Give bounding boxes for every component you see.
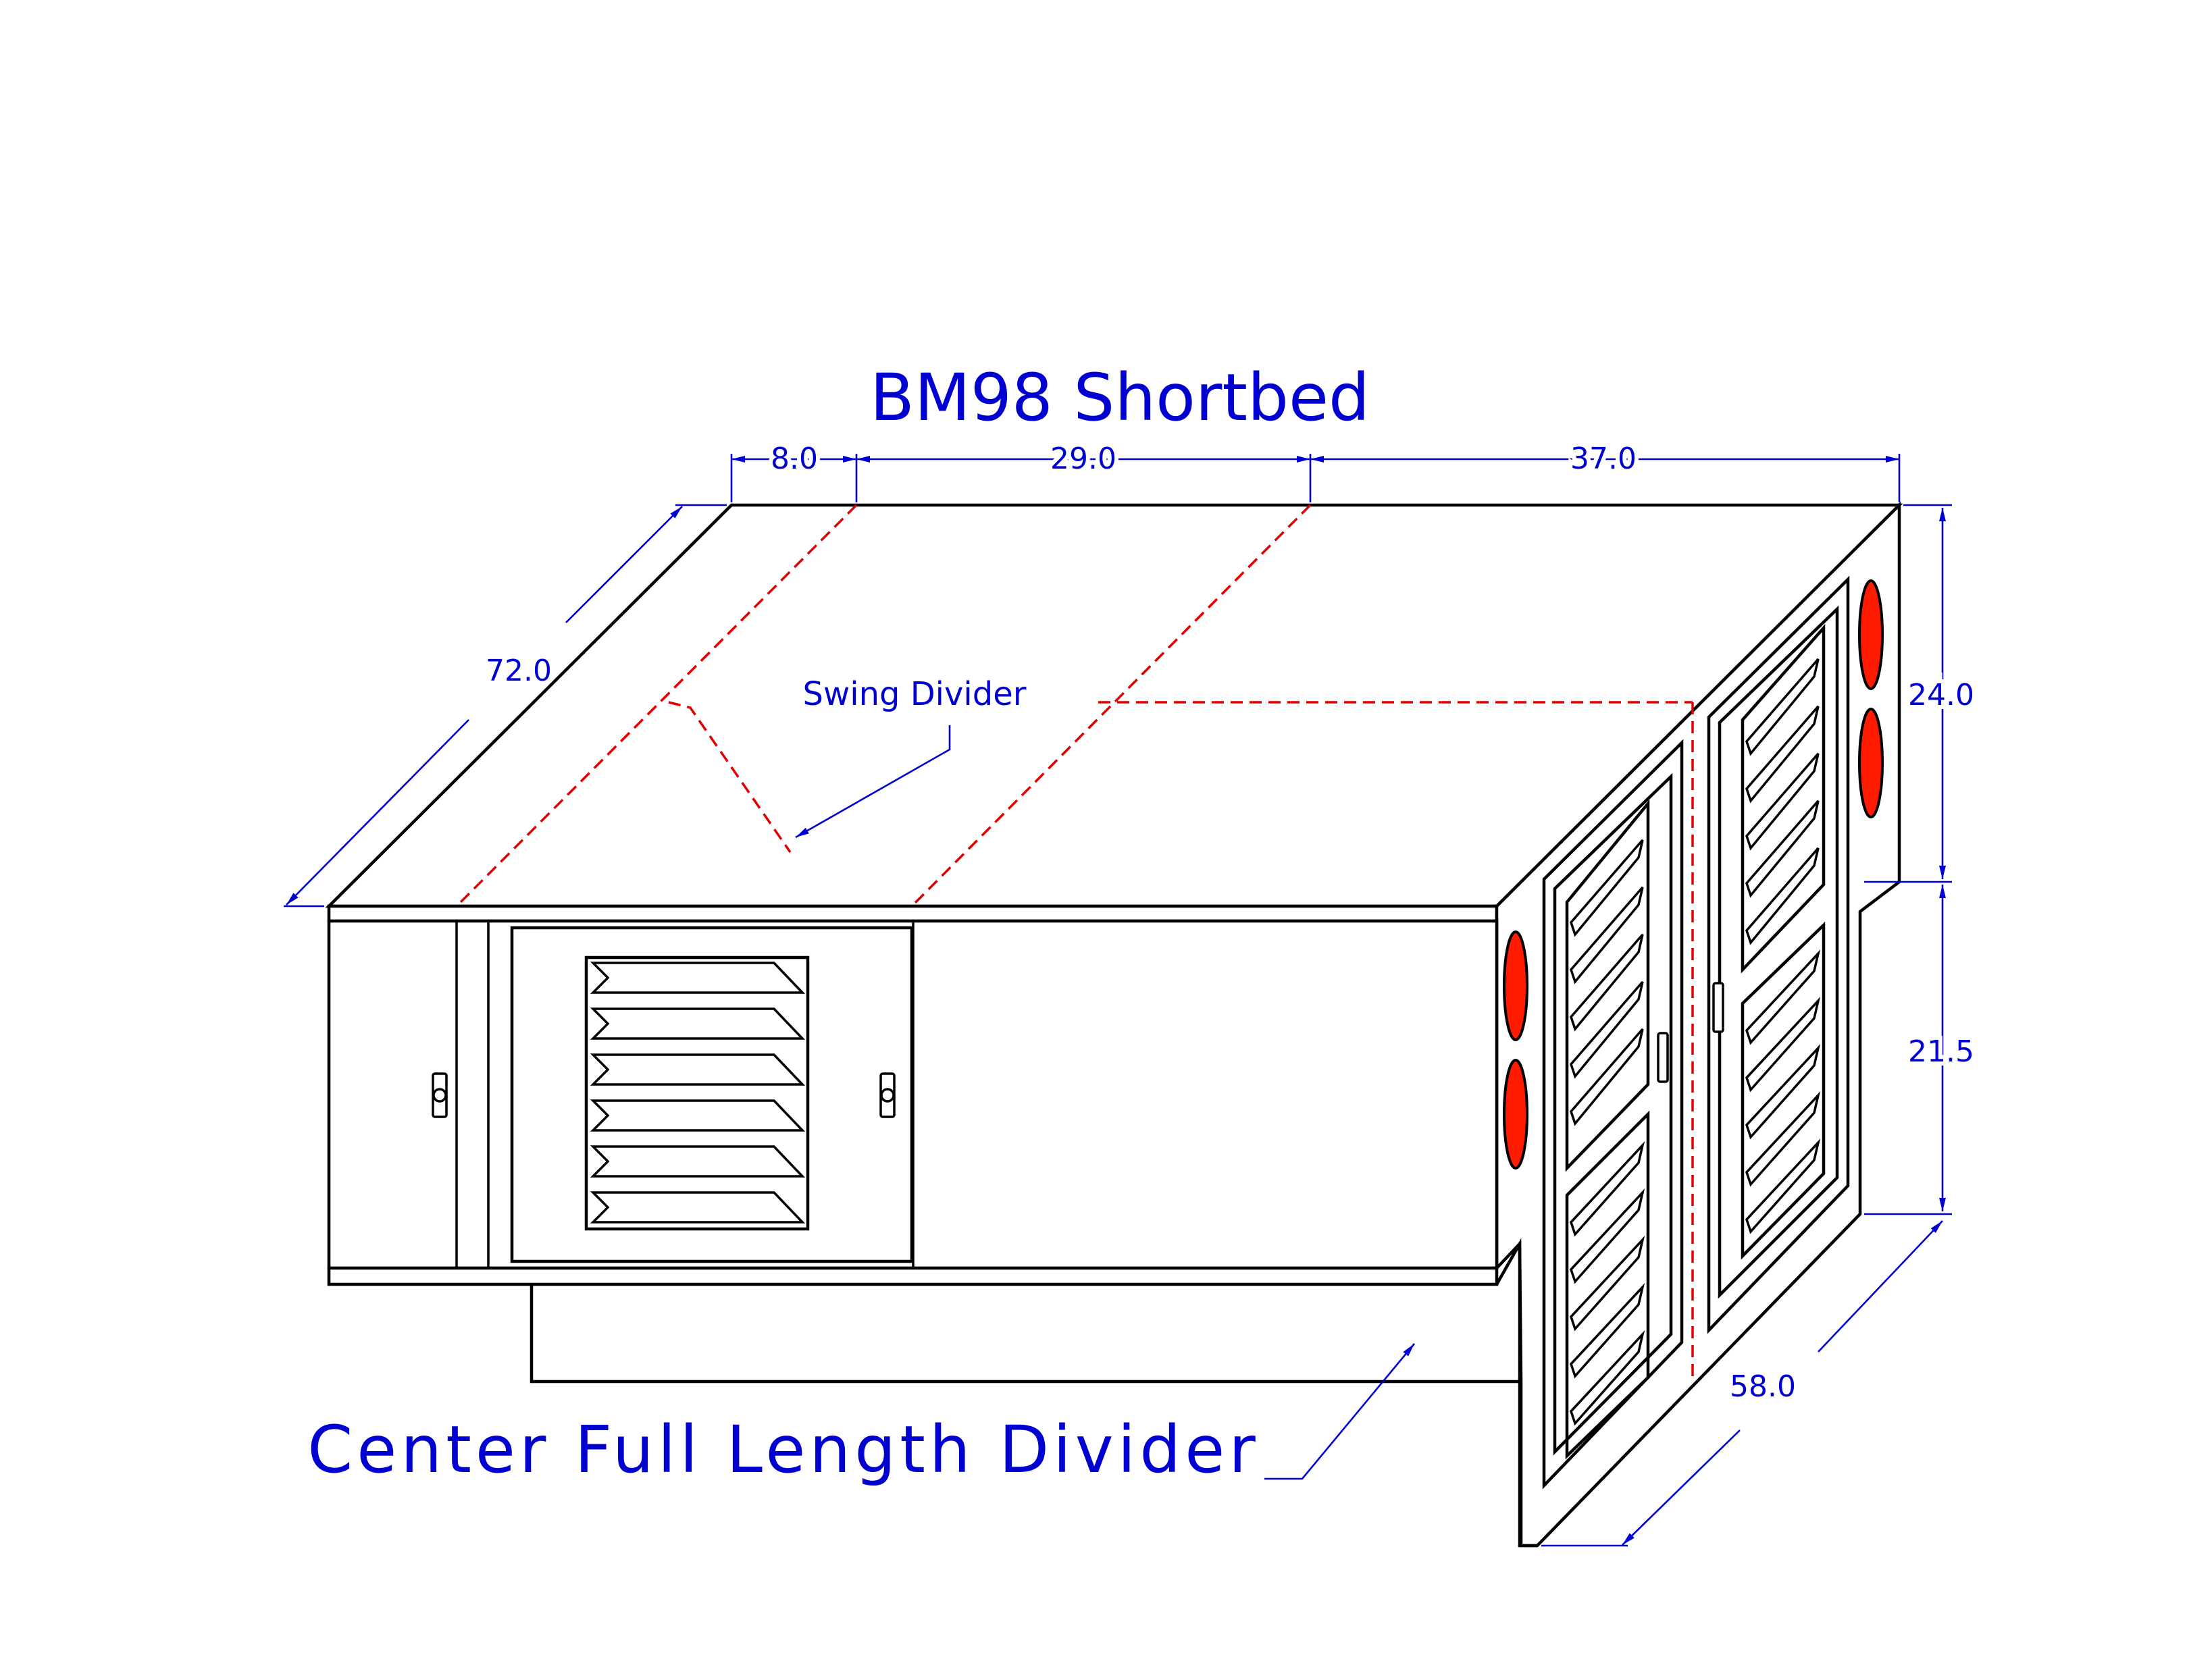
dim-line-72-a (565, 506, 683, 623)
dim-text-58: 58.0 (1730, 1369, 1796, 1404)
drawing-title: BM98 Shortbed (870, 360, 1370, 436)
dim-text-8: 8.0 (771, 442, 818, 476)
dim-line-58-b (1622, 1429, 1741, 1546)
label-swing-divider: Swing Divider (803, 675, 1027, 713)
rear-handle-right (1712, 982, 1724, 1033)
rear-louver (1745, 949, 1821, 1045)
divider-lines (455, 504, 1694, 1382)
rear-louver (1745, 658, 1820, 756)
t-handle-latch-icon (432, 1072, 896, 1118)
rear-louver (1745, 1091, 1821, 1187)
rear-louver (1570, 1028, 1644, 1126)
dim-text-37: 37.0 (1570, 442, 1637, 476)
side-louver (590, 962, 806, 994)
dim-text-21-5: 21.5 (1908, 1034, 1974, 1069)
tail-light-right-upper (1858, 579, 1884, 690)
side-compartment (432, 921, 915, 1268)
side-louver (590, 1007, 806, 1040)
side-louver (590, 1099, 806, 1132)
dim-line-72-b (286, 719, 469, 905)
dim-text-29: 29.0 (1050, 442, 1116, 476)
dimension-lines (284, 454, 1952, 1547)
rear-louver (1570, 839, 1644, 937)
side-handle-left-knob (432, 1088, 447, 1103)
side-louver (590, 1053, 806, 1086)
rear-door-right-inner (1718, 605, 1839, 1299)
rear-louver (1570, 886, 1644, 985)
rear-left-lower-panel (1565, 1110, 1650, 1460)
tail-light-left-lower (1503, 1059, 1528, 1170)
side-bottom-rail (327, 1266, 1499, 1286)
t-handle-latch-icon (1657, 982, 1724, 1083)
rear-louver (1745, 752, 1820, 851)
side-top-rail (327, 904, 1499, 923)
rear-skirt (1495, 1238, 1537, 1548)
rear-louver (1745, 799, 1820, 898)
dim-line-58-a (1818, 1220, 1943, 1353)
rear-louver (1570, 1330, 1645, 1426)
dimension-texts: 8.0 29.0 37.0 72.0 24.0 21.5 58.0 Swing … (307, 438, 1978, 1488)
side-louver-frame (584, 955, 810, 1231)
leader-swing-divider (795, 725, 951, 839)
rear-louver (1570, 1236, 1645, 1332)
tail-light-right-lower (1858, 708, 1884, 818)
rear-handle-left (1657, 1032, 1669, 1083)
rear-louver (1745, 1044, 1821, 1140)
rear-door-left-inner (1553, 772, 1673, 1456)
rear-louver (1745, 705, 1820, 804)
rear-louver (1570, 1188, 1645, 1284)
tail-light-icon (1503, 579, 1884, 1170)
tail-light-left-upper (1503, 930, 1528, 1041)
swing-divider-pivot (668, 701, 792, 853)
rear-louver (1745, 1138, 1821, 1234)
louver-vent-icon (590, 962, 806, 1224)
rear-louver (1570, 1141, 1645, 1237)
side-handle-right-knob (880, 1088, 895, 1103)
rear-doors (1542, 575, 1850, 1490)
leader-center-divider (1264, 1343, 1416, 1480)
rear-louver (1745, 997, 1821, 1093)
rear-louver (1745, 847, 1820, 945)
rear-louver (1570, 933, 1644, 1032)
side-louver (590, 1191, 806, 1224)
rear-door-right (1707, 575, 1850, 1334)
lower-skirt (530, 1284, 1520, 1384)
side-door-frame (510, 926, 914, 1263)
dim-text-72: 72.0 (486, 654, 552, 688)
bed-body (325, 501, 1903, 1548)
dim-text-24: 24.0 (1908, 678, 1974, 712)
side-louver (590, 1145, 806, 1178)
rear-louver (1570, 1283, 1645, 1379)
rear-louver (1570, 980, 1644, 1079)
rear-right-upper-panel (1741, 624, 1826, 974)
rear-left-upper-panel (1565, 799, 1650, 1172)
rear-right-lower-panel (1741, 921, 1826, 1260)
label-center-divider: Center Full Length Divider (307, 1412, 1259, 1488)
louver-vent-icon (1570, 658, 1821, 1426)
rear-door-left (1542, 739, 1684, 1490)
